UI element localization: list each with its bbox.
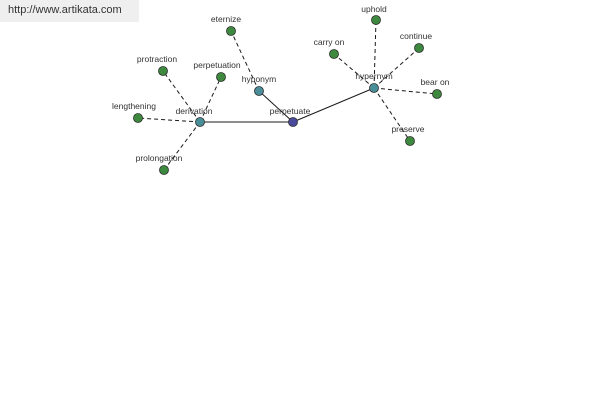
edge-derivation-perpetuation xyxy=(199,76,222,123)
term-label-protraction[interactable]: protraction xyxy=(137,54,177,64)
edge-derivation-lengthening xyxy=(137,117,201,123)
term-label-preserve[interactable]: preserve xyxy=(391,124,424,134)
term-node-continue[interactable] xyxy=(414,43,424,53)
term-node-preserve[interactable] xyxy=(405,136,415,146)
term-node-carry-on[interactable] xyxy=(329,49,339,59)
edge-hypernym-preserve xyxy=(373,87,411,142)
term-node-perpetuation[interactable] xyxy=(216,72,226,82)
term-label-uphold[interactable]: uphold xyxy=(361,4,387,14)
term-node-protraction[interactable] xyxy=(158,66,168,76)
center-node-perpetuate[interactable] xyxy=(288,117,298,127)
graph-nodes xyxy=(133,15,442,175)
edge-hypernym-carry-on xyxy=(333,53,375,89)
source-url-banner[interactable]: http://www.artikata.com xyxy=(0,0,139,22)
edge-hypernym-bear-on xyxy=(373,87,438,95)
relation-node-derivation[interactable] xyxy=(195,117,205,127)
term-label-bear-on[interactable]: bear on xyxy=(421,77,450,87)
center-label-perpetuate[interactable]: perpetuate xyxy=(270,106,311,116)
term-label-eternize[interactable]: eternize xyxy=(211,14,242,24)
relation-label-hyponym[interactable]: hyponym xyxy=(242,74,277,84)
term-node-eternize[interactable] xyxy=(226,26,236,36)
edge-perpetuate-hyponym xyxy=(258,90,294,123)
term-node-lengthening[interactable] xyxy=(133,113,143,123)
relation-node-hyponym[interactable] xyxy=(254,86,264,96)
relation-node-hypernym[interactable] xyxy=(369,83,379,93)
term-node-bear-on[interactable] xyxy=(432,89,442,99)
edge-hypernym-uphold xyxy=(373,19,377,89)
relation-label-derivation[interactable]: derivation xyxy=(176,106,213,116)
edge-hypernym-continue xyxy=(373,47,420,89)
term-label-perpetuation[interactable]: perpetuation xyxy=(193,60,241,70)
term-label-continue[interactable]: continue xyxy=(400,31,432,41)
graph-edges xyxy=(137,19,438,171)
term-label-lengthening[interactable]: lengthening xyxy=(112,101,156,111)
term-node-prolongation[interactable] xyxy=(159,165,169,175)
term-node-uphold[interactable] xyxy=(371,15,381,25)
term-label-prolongation[interactable]: prolongation xyxy=(136,153,183,163)
edge-derivation-prolongation xyxy=(163,121,201,171)
relation-label-hypernym[interactable]: hypernym xyxy=(355,71,392,81)
graph-labels: protraction perpetuation lengthening prolon… xyxy=(112,4,450,163)
term-label-carry-on[interactable]: carry on xyxy=(314,37,345,47)
edge-derivation-protraction xyxy=(162,70,201,123)
edge-perpetuate-hypernym xyxy=(292,87,375,123)
